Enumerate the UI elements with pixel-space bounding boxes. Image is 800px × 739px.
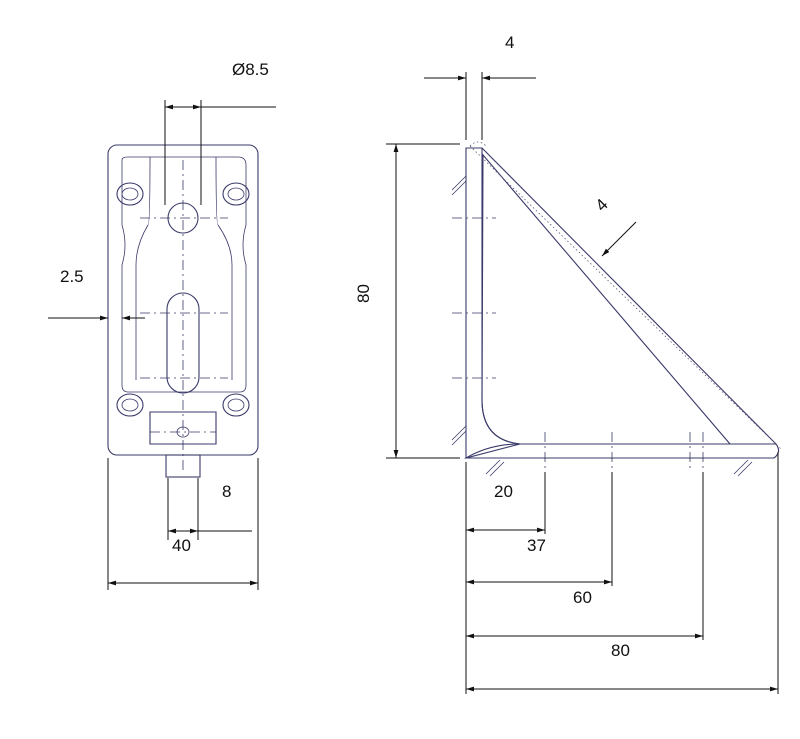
corner-lug-bottom-right (222, 393, 250, 417)
hole-diameter-label: Ø8.5 (232, 60, 269, 79)
wall-thickness-label: 2.5 (60, 267, 84, 286)
vertical-wall-section (465, 147, 521, 459)
x80-label: 80 (611, 641, 630, 660)
x60-label: 60 (573, 588, 592, 607)
corner-lug-bottom-left (116, 393, 144, 417)
slot (166, 292, 200, 394)
inner-cavity (121, 156, 247, 393)
front-view: Ø8.5 2.5 8 40 (48, 60, 276, 590)
base-section (463, 443, 780, 459)
rib-edge (481, 147, 777, 445)
corner-lug-top-right (222, 182, 250, 206)
wall-top-label: 4 (505, 33, 514, 52)
x37-label: 37 (527, 536, 546, 555)
key-block (149, 411, 217, 445)
rib-thickness-label: 4 (592, 195, 612, 215)
inner-cavity-side (481, 153, 732, 445)
height-label: 80 (354, 284, 373, 303)
base-width-label: 40 (172, 536, 191, 555)
x20-label: 20 (494, 482, 513, 501)
side-view: 4 4 80 20 37 60 80 (354, 33, 783, 694)
slot-width-label: 8 (222, 482, 231, 501)
corner-lug-top-left (116, 182, 144, 206)
